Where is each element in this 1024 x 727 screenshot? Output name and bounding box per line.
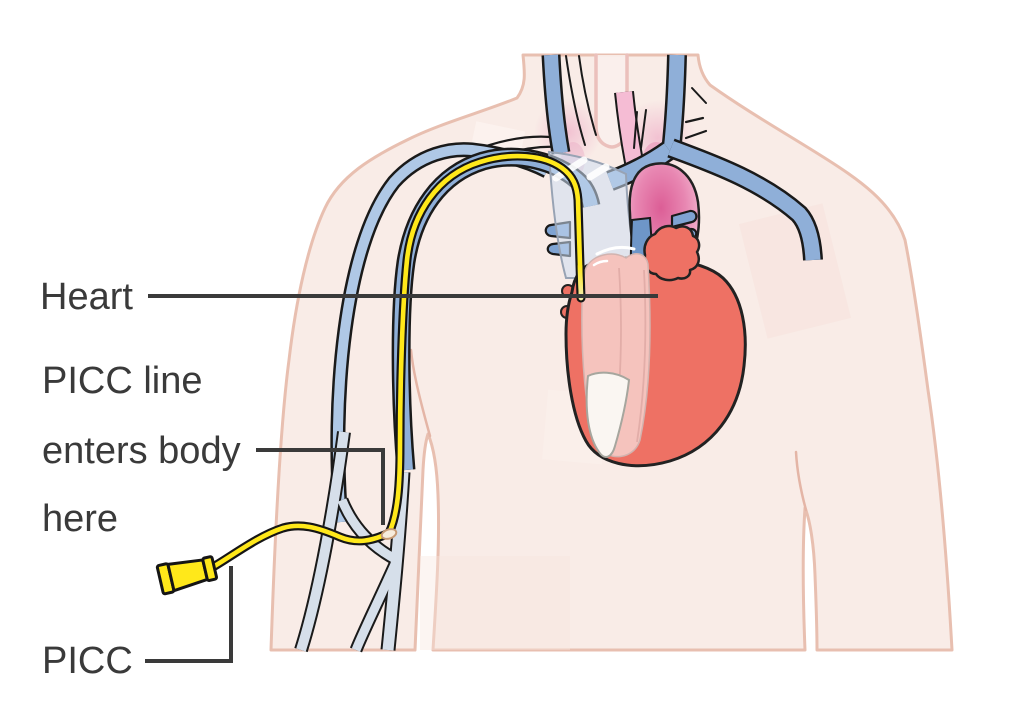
insertion-site-marker	[380, 528, 398, 540]
entry-label-line2: enters body	[42, 430, 241, 472]
labels: Heart PICC line enters body here PICC	[40, 276, 241, 682]
right-axilla-crease	[794, 450, 808, 512]
left-subclavian-vein	[667, 138, 823, 261]
right-atrial-appendage	[643, 224, 701, 282]
picc-tip	[577, 263, 584, 301]
heart-label: Heart	[40, 276, 133, 318]
entry-label-line1: PICC line	[42, 360, 203, 402]
picc-leader-line	[145, 566, 233, 663]
heart	[560, 224, 747, 468]
picc-connector	[155, 555, 218, 596]
aortic-arch-branch	[614, 91, 644, 164]
heart-shine	[592, 245, 636, 267]
left-axilla-crease	[409, 348, 432, 438]
left-jugular-vein	[661, 54, 687, 154]
picc-label: PICC	[42, 640, 133, 682]
leader-lines	[145, 294, 658, 663]
heart-apex-highlight	[585, 371, 631, 458]
entry-leader-line	[256, 448, 385, 525]
right-jugular-vein	[541, 54, 571, 155]
entry-label-line3: here	[42, 498, 118, 540]
neck-lines	[565, 55, 707, 149]
